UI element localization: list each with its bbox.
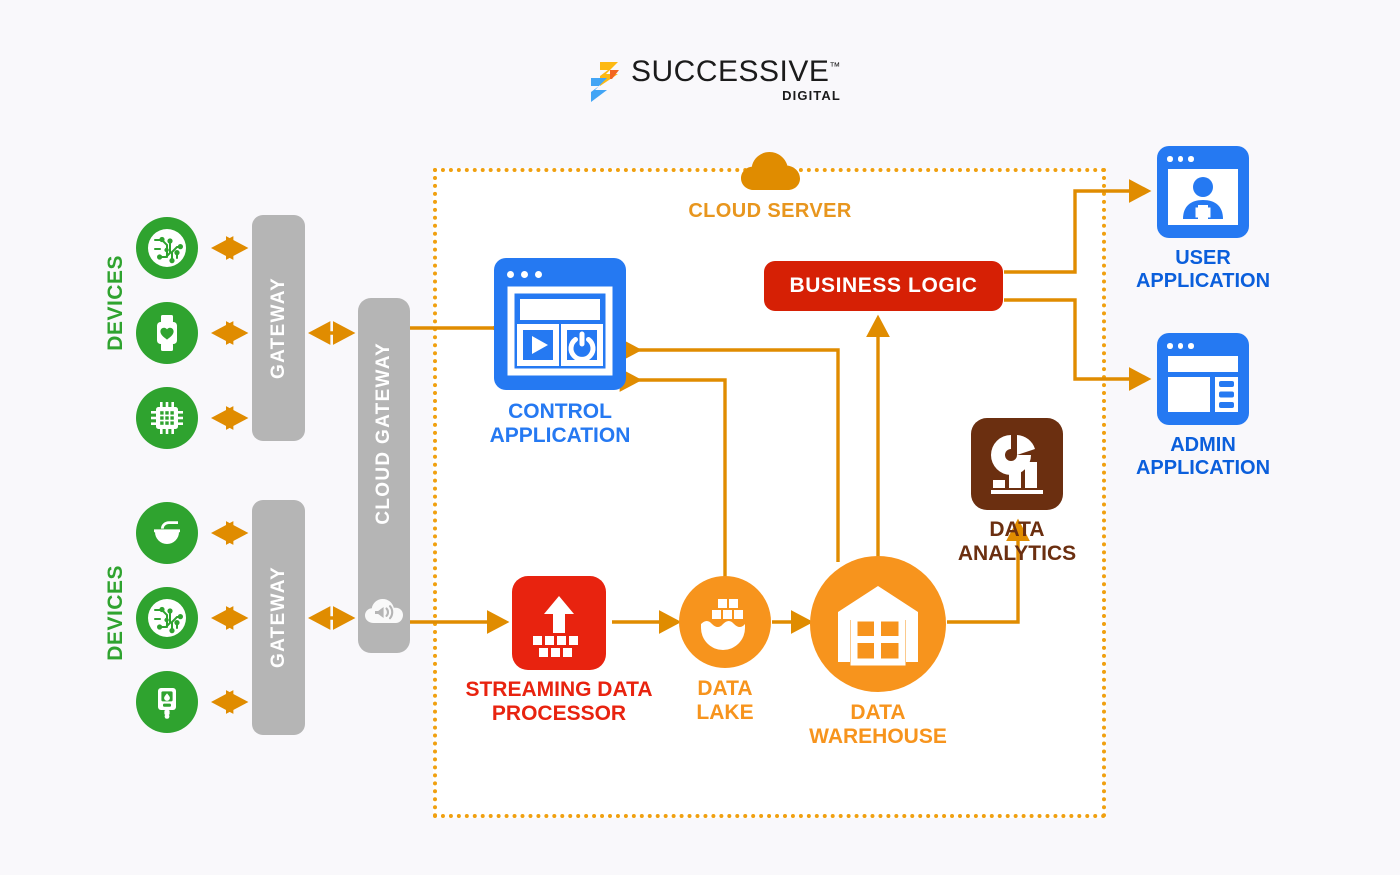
gateway-top[interactable]: GATEWAY — [252, 215, 305, 441]
device-smart-cooker[interactable] — [136, 502, 198, 564]
device-glucose-meter[interactable] — [136, 671, 198, 733]
device-smartwatch[interactable] — [136, 302, 198, 364]
trademark-symbol: ™ — [829, 61, 841, 73]
admin-application-label: ADMIN APPLICATION — [1135, 434, 1271, 480]
brand-subtitle: DIGITAL — [782, 88, 841, 103]
cloud-gateway[interactable]: CLOUD GATEWAY — [358, 298, 410, 653]
cloud-gateway-label: CLOUD GATEWAY — [373, 342, 394, 525]
data-analytics[interactable]: DATA ANALYTICS — [958, 418, 1076, 565]
user-profile-window-icon — [1157, 146, 1249, 238]
analytics-chart-icon — [971, 418, 1063, 510]
admin-dashboard-window-icon — [1157, 333, 1249, 425]
cloud-signal-icon — [364, 593, 404, 627]
brand-logo: SUCCESSIVE™ DIGITAL — [588, 57, 841, 103]
data-analytics-label: DATA ANALYTICS — [957, 518, 1077, 566]
gateway-bottom-label: GATEWAY — [267, 566, 289, 669]
business-logic[interactable]: BUSINESS LOGIC — [764, 261, 1003, 311]
data-lake-icon — [679, 576, 771, 668]
user-application-label: USER APPLICATION — [1135, 247, 1271, 293]
business-logic-label: BUSINESS LOGIC — [789, 274, 978, 297]
data-warehouse-label: DATA WAREHOUSE — [809, 701, 947, 749]
circuit-board-icon — [146, 227, 188, 269]
user-application[interactable]: USER APPLICATION — [1136, 146, 1270, 292]
smartwatch-heart-icon — [146, 312, 188, 354]
device-circuit-board[interactable] — [136, 217, 198, 279]
smart-cooker-icon — [146, 512, 188, 554]
warehouse-icon — [810, 556, 946, 692]
glucose-meter-icon — [146, 681, 188, 723]
brand-name: SUCCESSIVE™ — [631, 55, 841, 88]
circuit-board-icon — [146, 597, 188, 639]
control-application[interactable]: CONTROL APPLICATION — [490, 258, 630, 447]
microchip-icon — [146, 397, 188, 439]
cloud-server-label: CLOUD SERVER — [688, 200, 852, 222]
data-lake-label: DATA LAKE — [696, 677, 754, 725]
device-microchip[interactable] — [136, 387, 198, 449]
data-lake[interactable]: DATA LAKE — [679, 576, 771, 724]
data-warehouse[interactable]: DATA WAREHOUSE — [809, 556, 947, 748]
control-panel-window-icon — [494, 258, 626, 390]
device-circuit-board[interactable] — [136, 587, 198, 649]
brand-logo-text: SUCCESSIVE™ DIGITAL — [631, 55, 841, 104]
cloud-gateway-label-wrap: CLOUD GATEWAY — [358, 342, 410, 525]
admin-application[interactable]: ADMIN APPLICATION — [1136, 333, 1270, 479]
stream-upload-icon — [512, 576, 606, 670]
devices-bottom-label: DEVICES — [104, 565, 127, 661]
gateway-top-label: GATEWAY — [267, 276, 289, 379]
streaming-data-processor-label: STREAMING DATA PROCESSOR — [465, 678, 653, 726]
control-application-label: CONTROL APPLICATION — [489, 400, 631, 448]
successive-logo-mark-icon — [588, 61, 622, 103]
gateway-bottom[interactable]: GATEWAY — [252, 500, 305, 735]
devices-top-label: DEVICES — [104, 255, 127, 351]
streaming-data-processor[interactable]: STREAMING DATA PROCESSOR — [465, 576, 653, 725]
cloud-icon — [738, 148, 804, 197]
